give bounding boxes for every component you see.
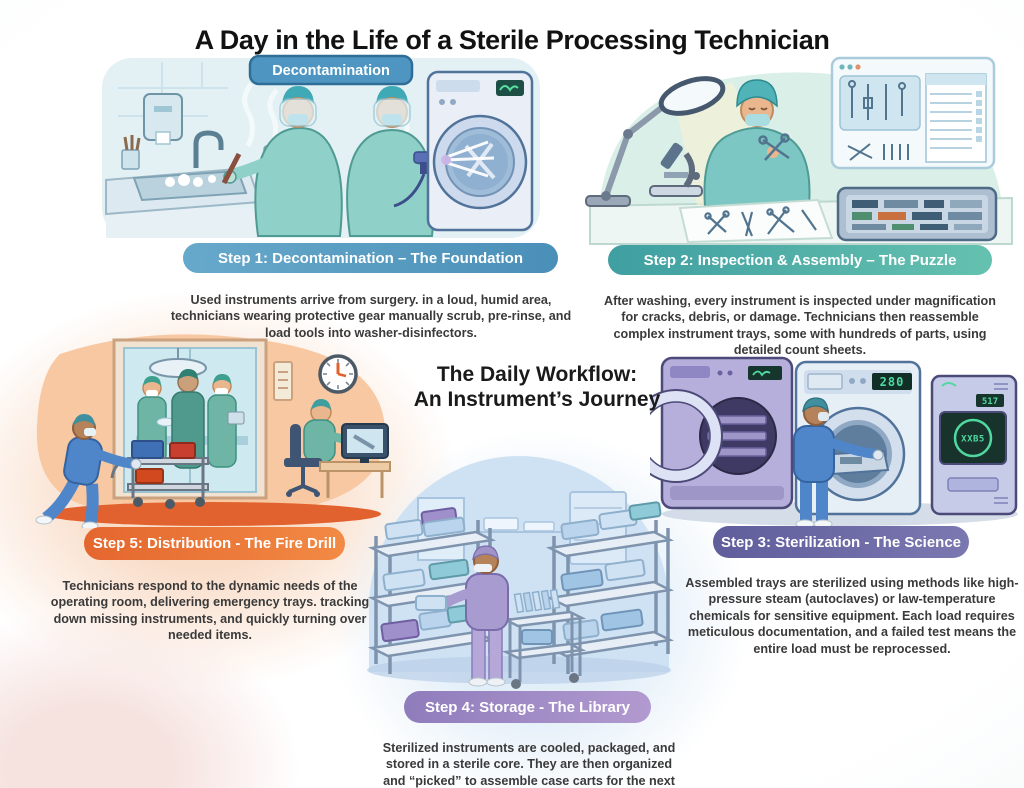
peel-pouches: [513, 588, 561, 614]
count-sheet-monitor: [830, 56, 996, 170]
pack-in-hands: [415, 595, 447, 611]
surgical-light: [149, 358, 207, 378]
step1-decontamination-scene: Decontamination: [102, 54, 540, 238]
step1-caption: Used instruments arrive from surgery. in…: [170, 292, 572, 340]
microscope: [649, 142, 703, 197]
instrument-mat: [678, 198, 834, 244]
autoclave-right-display: 517: [982, 397, 998, 407]
computer-workstation: [284, 399, 391, 498]
center-workflow-title: The Daily Workflow: An Instrument’s Jour…: [392, 362, 682, 412]
red-tray: [169, 442, 196, 459]
spray-jet: [441, 140, 495, 178]
magnifier-lamp: [585, 76, 726, 207]
blue-tray: [131, 440, 164, 459]
instrument-diagrams: [847, 80, 909, 161]
step5-distribution-scene: [35, 334, 391, 528]
desk: [319, 461, 391, 472]
loading-technician: [793, 397, 884, 526]
autoclave-left: [650, 356, 794, 510]
center-title-line2: An Instrument’s Journey: [413, 388, 661, 412]
autoclave-right-screen-code: XXB5: [961, 435, 985, 445]
step2-caption: After washing, every instrument is inspe…: [604, 293, 996, 358]
step5-banner: Step 5: Distribution - The Fire Drill: [84, 527, 345, 560]
step3-banner: Step 3: Sterilization - The Science: [713, 526, 969, 558]
inspection-technician: [703, 79, 811, 207]
poster-title: A Day in the Life of a Sterile Processin…: [194, 25, 830, 56]
center-title-line1: The Daily Workflow:: [436, 363, 638, 386]
wall-sign: [273, 361, 293, 401]
computer-monitor: [341, 423, 389, 463]
decontamination-badge-label: Decontamination: [272, 63, 390, 79]
step5-caption: Technicians respond to the dynamic needs…: [50, 578, 370, 643]
instrument-tray: [836, 186, 998, 242]
scissors-in-hand: [758, 133, 790, 161]
wrapped-instrument-packs: [560, 501, 662, 641]
utility-cart: [501, 588, 587, 689]
seated-technician: [284, 399, 348, 497]
faucet: [193, 130, 224, 168]
step2-inspection-scene: [585, 56, 1013, 245]
orange-bin: [135, 468, 164, 484]
technician-spraying: [346, 86, 443, 237]
storage-technician: [415, 545, 509, 687]
step3-caption: Assembled trays are sterilized using met…: [685, 575, 1019, 657]
checklist: [925, 73, 987, 163]
step4-banner: Step 4: Storage - The Library: [404, 691, 651, 723]
clipboard: [227, 411, 245, 425]
washer-disinfector: [426, 70, 534, 232]
step4-storage-scene: [367, 456, 675, 689]
technician-pushing-cart: [35, 414, 142, 528]
autoclave-mid-display: 280: [880, 375, 905, 389]
open-door-ring: [650, 390, 722, 482]
floor: [45, 502, 381, 526]
step2-banner: Step 2: Inspection & Assembly – The Puzz…: [608, 245, 992, 275]
step4-caption: Sterilized instruments are cooled, packa…: [382, 740, 676, 788]
brush-cup: [121, 135, 141, 170]
sink: [105, 130, 288, 238]
wall-clock: [318, 354, 358, 394]
paper-towel-dispenser: [143, 93, 183, 145]
technician-scrubbing: [221, 86, 343, 237]
decontamination-badge: Decontamination: [248, 54, 414, 86]
step1-banner: Step 1: Decontamination – The Foundation: [183, 243, 558, 273]
autoclave-right: 517 XXB5: [930, 374, 1018, 516]
step3-sterilization-scene: 280 517: [650, 356, 1018, 526]
